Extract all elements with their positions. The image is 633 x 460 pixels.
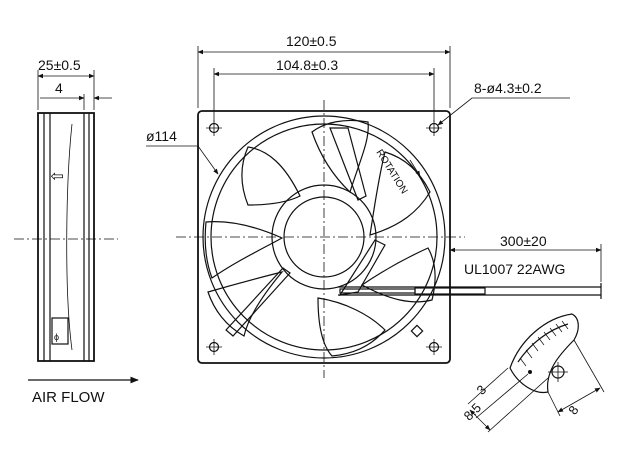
detail-dim-b: 8.5 xyxy=(461,400,484,423)
side-outline xyxy=(37,112,95,362)
side-tab-mark: ϕ xyxy=(54,332,59,342)
side-label-tab xyxy=(51,317,69,345)
mount-holes xyxy=(206,120,442,355)
venturi-diameter: ø114 xyxy=(146,128,177,144)
rotation-arrow-icon xyxy=(409,159,421,177)
detail-hatch xyxy=(519,320,569,367)
flange-dimension: 4 xyxy=(55,80,63,96)
lead-wire xyxy=(338,283,602,299)
mount-hole-callout: 8-ø4.3±0.2 xyxy=(474,80,542,96)
airflow-label: AIR FLOW xyxy=(32,389,105,406)
front-view: ROTATION 120±0.5 104.8±0.3 8-ø4.3±0.2 ø1… xyxy=(146,33,602,378)
outer-dimension: 120±0.5 xyxy=(286,33,337,49)
detail-dim-a: 3 xyxy=(474,382,490,398)
detail-view: 3 8.5 8 xyxy=(461,313,605,433)
depth-dimension: 25±0.5 xyxy=(38,57,81,73)
strut xyxy=(225,267,291,337)
detail-dim-c: 8 xyxy=(565,403,581,418)
lead-length-dimension: 300±20 xyxy=(500,233,547,249)
fan-blades xyxy=(204,119,436,357)
rotation-label: ROTATION xyxy=(373,148,409,196)
side-view: ϕ ⇧ 25±0.5 4 AIR FLOW xyxy=(14,57,139,406)
wire-spec: UL1007 22AWG xyxy=(464,261,565,277)
diamond-marker-icon xyxy=(410,324,424,338)
side-arrow-icon: ⇧ xyxy=(50,170,67,183)
hole-pitch-dimension: 104.8±0.3 xyxy=(276,57,338,73)
